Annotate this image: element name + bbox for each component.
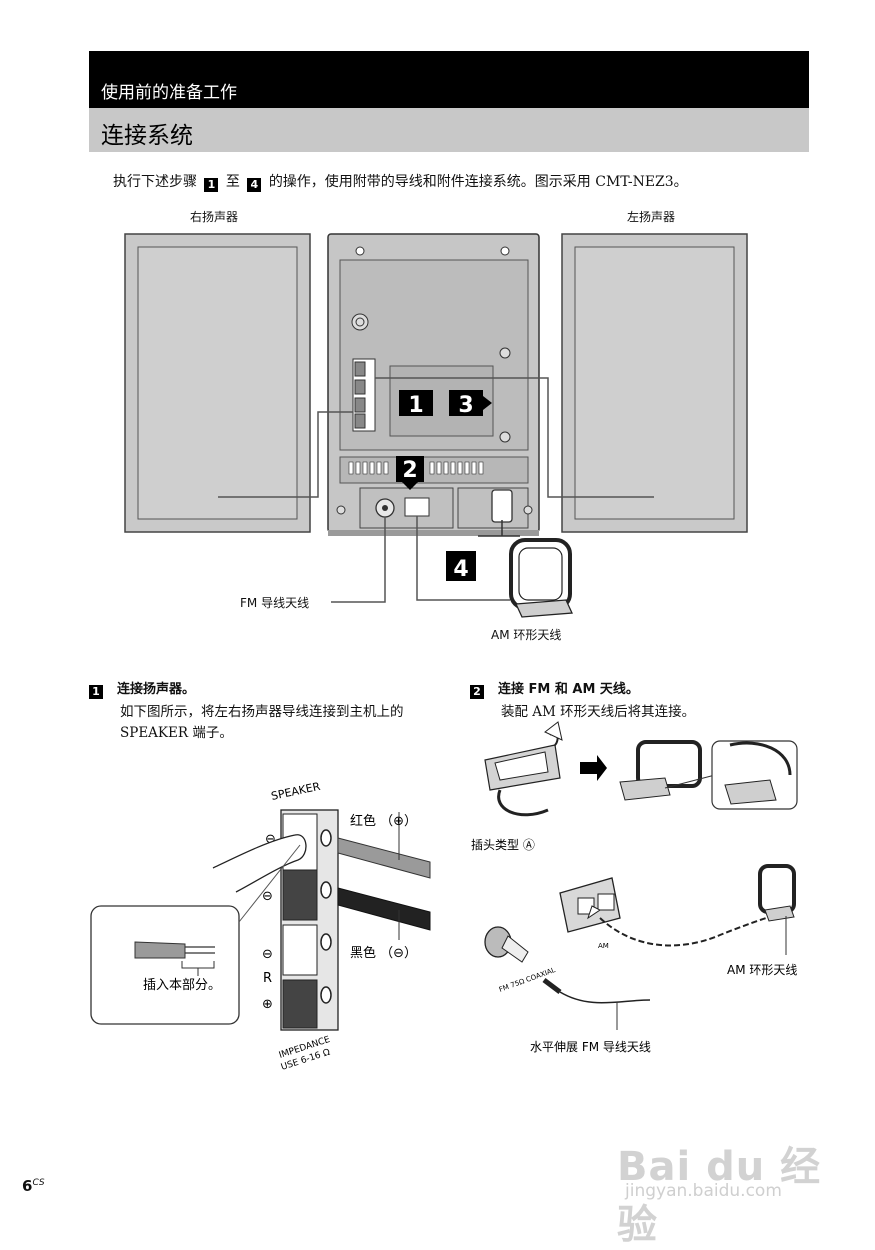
- page-title: 连接系统: [101, 123, 193, 149]
- svg-text:4: 4: [453, 557, 468, 582]
- step1-badge: 1: [89, 685, 103, 699]
- title-bar: 连接系统: [89, 108, 809, 152]
- step2-heading-text: 连接 FM 和 AM 天线。: [498, 682, 639, 697]
- svg-text:⊖: ⊖: [265, 832, 276, 847]
- right-speaker: [124, 233, 311, 533]
- callout-3: 3: [449, 390, 492, 418]
- watermark-url: jingyan.baidu.com: [625, 1181, 782, 1201]
- step1-heading: 1 连接扬声器。: [89, 678, 195, 699]
- svg-text:2: 2: [402, 458, 417, 483]
- antenna-connection-illustration: AM FM 75Ω COAXIAL: [484, 864, 796, 1030]
- svg-text:1: 1: [408, 393, 423, 418]
- step-badge-1: 1: [204, 178, 219, 192]
- am-loop-antenna-label: AM 环形天线: [491, 628, 562, 642]
- svg-text:AM: AM: [598, 942, 609, 950]
- connection-wires: [218, 377, 654, 603]
- callout-4: 4: [446, 551, 476, 582]
- baidu-watermark: Bai du 经验 jingyan.baidu.com: [617, 1104, 827, 1248]
- am-loop-antenna-drawing: [509, 538, 573, 618]
- svg-text:R: R: [263, 971, 272, 986]
- fm-lead-antenna-label: FM 导线天线: [240, 596, 310, 610]
- intro-text-after: 的操作，使用附带的导线和附件连接系统。图示采用 CMT-NEZ3。: [268, 174, 688, 190]
- intro-text-before: 执行下述步骤: [113, 174, 197, 190]
- step1-text: 如下图所示，将左右扬声器导线连接到主机上的 SPEAKER 端子。: [120, 704, 404, 741]
- right-speaker-label: 右扬声器: [190, 210, 239, 224]
- svg-text:⊖: ⊖: [262, 889, 273, 904]
- svg-text:SPEAKER: SPEAKER: [270, 780, 322, 803]
- svg-text:3: 3: [458, 393, 473, 418]
- step-badge-4: 4: [247, 178, 262, 192]
- section-header-bar: 使用前的准备工作: [89, 51, 809, 108]
- intro-paragraph: 执行下述步骤 1 至 4 的操作，使用附带的导线和附件连接系统。图示采用 CMT…: [113, 171, 688, 192]
- black-wire-label: 黑色 （⊖）: [350, 945, 417, 961]
- svg-text:⊖: ⊖: [262, 947, 273, 962]
- am-loop-antenna-label-step2: AM 环形天线: [727, 963, 797, 977]
- section-label: 使用前的准备工作: [101, 83, 237, 103]
- callout-1: 1: [399, 390, 433, 418]
- main-unit-rear: [327, 233, 540, 536]
- step2-heading: 2 连接 FM 和 AM 天线。: [470, 678, 639, 699]
- red-wire-label: 红色 （⊕）: [350, 813, 417, 829]
- left-speaker-label: 左扬声器: [627, 210, 676, 224]
- insert-part-label: 插入本部分。: [143, 978, 221, 993]
- svg-text:⊕: ⊕: [262, 997, 273, 1012]
- plug-type-label: 插头类型 Ⓐ: [471, 838, 535, 852]
- am-antenna-assembly-illustration: [484, 721, 798, 817]
- intro-text-middle: 至: [225, 174, 240, 190]
- fm-horizontal-label: 水平伸展 FM 导线天线: [530, 1040, 651, 1054]
- left-speaker: [561, 233, 748, 533]
- step1-heading-text: 连接扬声器。: [117, 682, 196, 697]
- step2-text: 装配 AM 环形天线后将其连接。: [501, 704, 696, 720]
- page-number: 6CS: [22, 1177, 45, 1195]
- callout-2: 2: [396, 456, 424, 490]
- step2-badge: 2: [470, 685, 484, 699]
